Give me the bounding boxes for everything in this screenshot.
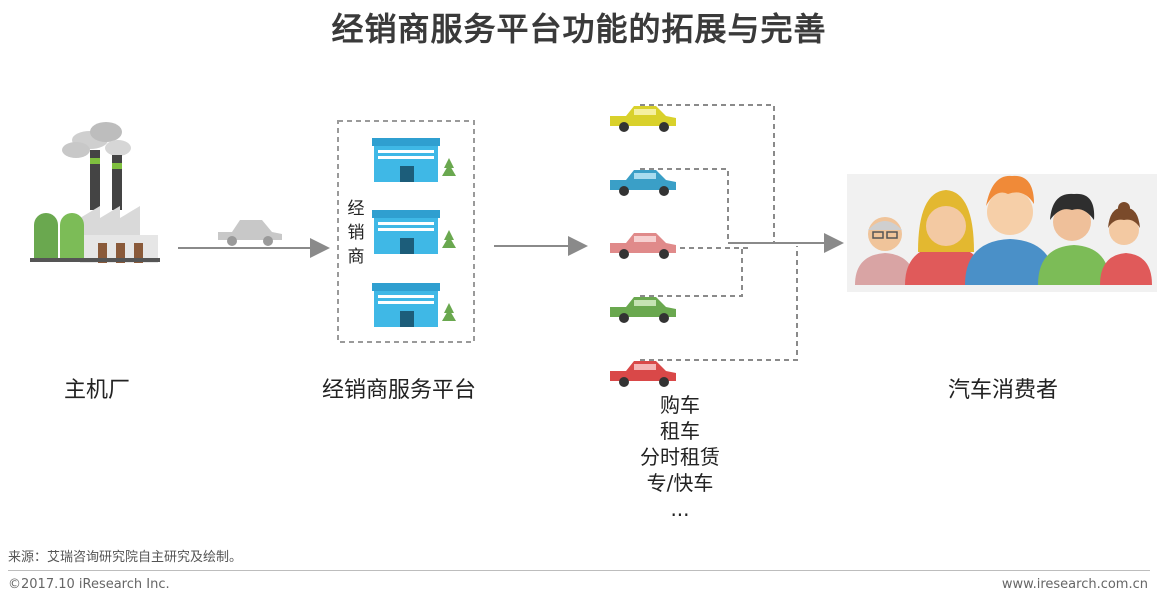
- store-icon: [372, 283, 456, 327]
- service-item: 专/快车: [620, 470, 740, 496]
- source-note: 来源：艾瑞咨询研究院自主研究及绘制。: [8, 546, 242, 565]
- car-pink-icon: [610, 233, 676, 259]
- car-yellow-icon: [610, 106, 676, 132]
- node-label-oem: 主机厂: [64, 372, 130, 404]
- car-blue-icon: [610, 170, 676, 196]
- service-item: 分时租赁: [620, 444, 740, 470]
- node-label-consumer: 汽车消费者: [948, 372, 1058, 404]
- dealer-side-char: 销: [346, 221, 366, 245]
- car-red-icon: [610, 361, 676, 387]
- dealer-side-label: 经 销 商: [346, 197, 366, 269]
- consumers-illustration: [847, 174, 1157, 292]
- service-item: 购车: [620, 392, 740, 418]
- factory-icon: [30, 122, 160, 263]
- node-label-dealer-platform: 经销商服务平台: [322, 372, 476, 404]
- service-item: ...: [620, 496, 740, 522]
- dealer-side-char: 商: [346, 245, 366, 269]
- car-green-icon: [610, 297, 676, 323]
- store-icon: [372, 138, 456, 182]
- car-grey-icon: [218, 220, 282, 246]
- copyright: ©2017.10 iResearch Inc.: [8, 577, 170, 592]
- services-list: 购车 租车 分时租赁 专/快车 ...: [620, 392, 740, 522]
- store-icon: [372, 210, 456, 254]
- footer-divider: [8, 570, 1150, 571]
- dealer-side-char: 经: [346, 197, 366, 221]
- website-link[interactable]: www.iresearch.com.cn: [1002, 577, 1148, 592]
- service-item: 租车: [620, 418, 740, 444]
